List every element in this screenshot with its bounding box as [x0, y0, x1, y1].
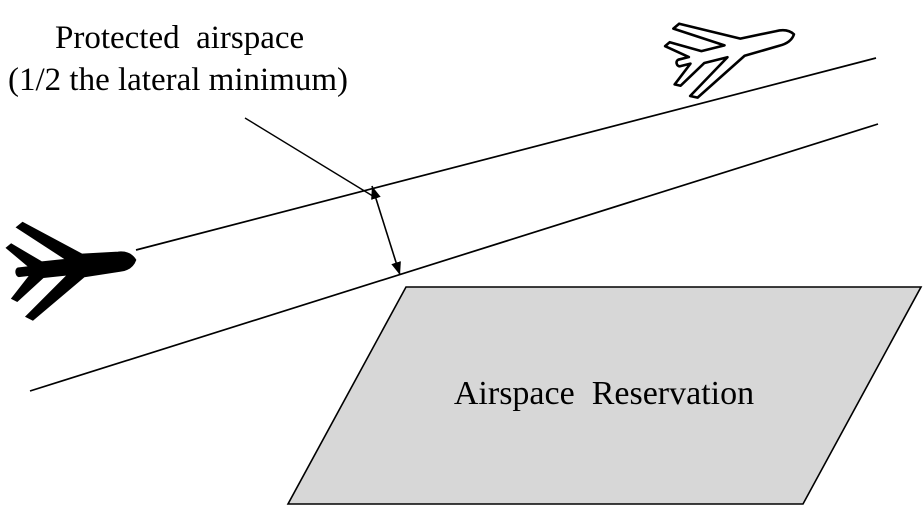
lower-track-line: [29, 123, 879, 392]
airspace-reservation-label: Airspace Reservation: [454, 375, 754, 412]
lateral-separation-arrow: [371, 185, 401, 276]
protected-airspace-label: Protected airspace: [55, 20, 304, 56]
outline-airplane-icon: [661, 0, 803, 102]
filled-airplane-icon: [5, 221, 137, 321]
label-leader-line: [244, 117, 377, 199]
protected-airspace-sublabel: (1/2 the lateral minimum): [8, 62, 348, 98]
airspace-reservation-polygon: [286, 286, 923, 505]
upper-track-line: [135, 57, 877, 251]
